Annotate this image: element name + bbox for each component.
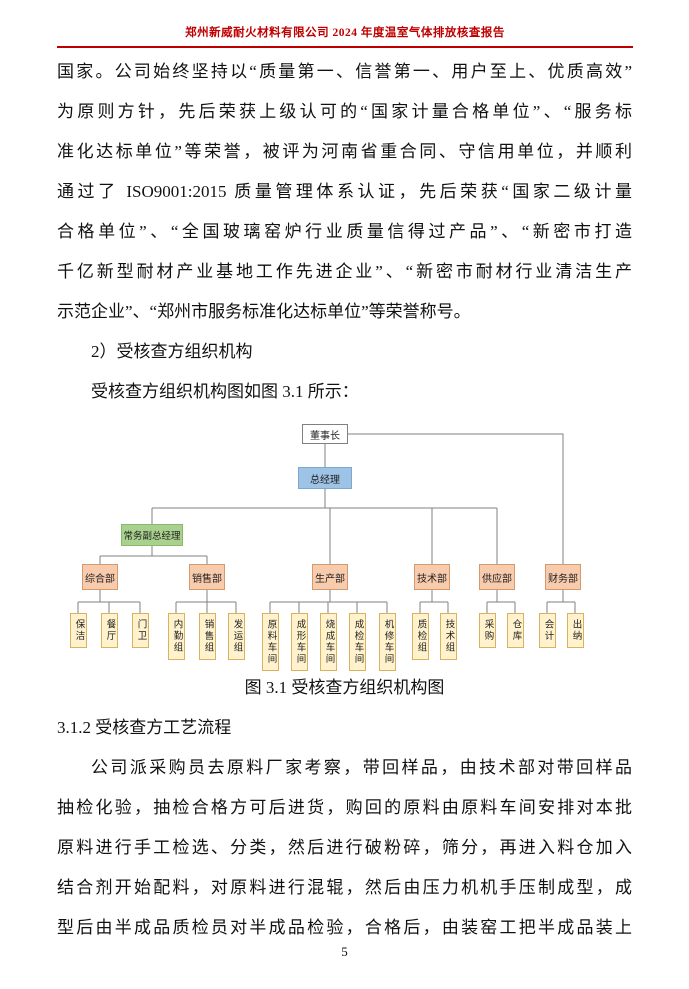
org-node-dept-sales: 销售部: [189, 564, 225, 590]
org-chart-connectors: [77, 433, 576, 613]
paragraph-line: 结合剂开始配料，对原料进行混辊，然后由压力机机手压制成型，成: [57, 878, 632, 897]
org-node-dept-technology: 技术部: [414, 564, 450, 590]
org-node-sub: 机修车间: [379, 613, 396, 671]
org-node-sub: 门卫: [132, 613, 149, 648]
heading-process: 3.1.2 受核查方工艺流程: [57, 718, 232, 737]
org-node-sub: 成形车间: [291, 613, 308, 671]
page-header: 郑州新威耐火材料有限公司 2024 年度温室气体排放核查报告: [57, 24, 633, 48]
paragraph-line: 原料进行手工检选、分类，然后进行破粉碎，筛分，再进入料仓加入: [57, 838, 632, 857]
paragraph-line: 型后由半成品质检员对半成品检验，合格后，由装窑工把半成品装上: [57, 918, 632, 937]
paragraph-line: 千亿新型耐材产业基地工作先进企业”、“新密市耐材行业清洁生产: [57, 262, 632, 281]
org-node-sub: 成检车间: [349, 613, 366, 671]
paragraph-line: 通过了 ISO9001:2015 质量管理体系认证，先后荣获“国家二级计量: [57, 182, 632, 201]
org-node-sub: 仓库: [507, 613, 524, 648]
org-intro-line: 受核查方组织机构图如图 3.1 所示：: [91, 382, 359, 401]
org-node-sub: 会计: [539, 613, 556, 648]
org-node-sub: 质检组: [412, 613, 429, 660]
paragraph-line: 公司派采购员去原料厂家考察，带回样品，由技术部对带回样品: [91, 758, 632, 777]
paragraph-line: 抽检化验，抽检合格方可后进货，购回的原料由原料车间安排对本批: [57, 798, 632, 817]
org-node-dept-production: 生产部: [312, 564, 348, 590]
body-paragraph-2: 公司派采购员去原料厂家考察，带回样品，由技术部对带回样品 抽检化验，抽检合格方可…: [57, 748, 632, 948]
org-node-sub: 销售组: [199, 613, 216, 660]
org-node-sub: 出纳: [567, 613, 584, 648]
org-node-general-manager: 总经理: [298, 467, 352, 489]
org-node-sub: 采购: [479, 613, 496, 648]
org-node-sub: 内勤组: [168, 613, 185, 660]
page-number: 5: [341, 944, 348, 959]
header-title: 郑州新威耐火材料有限公司 2024 年度温室气体排放核查报告: [185, 27, 505, 39]
org-chart: 董事长 总经理 常务副总经理 综合部 销售部 生产部 技术部 供应部 财务部 保…: [57, 418, 632, 671]
heading-org-structure: 2）受核查方组织机构: [91, 342, 253, 361]
org-node-sub: 原料车间: [262, 613, 279, 671]
org-node-sub: 餐厅: [101, 613, 118, 648]
org-node-chairman: 董事长: [302, 424, 348, 444]
org-node-deputy-general-manager: 常务副总经理: [121, 524, 183, 546]
body-paragraph-1: 国家。公司始终坚持以“质量第一、信誉第一、用户至上、优质高效” 为原则方针，先后…: [57, 52, 632, 332]
org-node-dept-general-affairs: 综合部: [82, 564, 118, 590]
paragraph-line: 国家。公司始终坚持以“质量第一、信誉第一、用户至上、优质高效”: [57, 62, 632, 81]
org-node-sub: 技术组: [440, 613, 457, 660]
paragraph-line: 示范企业”、“郑州市服务标准化达标单位”等荣誉称号。: [57, 302, 471, 321]
paragraph-line: 为原则方针，先后荣获上级认可的“国家计量合格单位”、“服务标: [57, 102, 632, 121]
org-node-sub: 烧成车间: [320, 613, 337, 671]
page-content: 国家。公司始终坚持以“质量第一、信誉第一、用户至上、优质高效” 为原则方针，先后…: [57, 52, 632, 948]
org-node-dept-finance: 财务部: [545, 564, 581, 590]
org-node-sub: 发运组: [228, 613, 245, 660]
org-node-dept-supply: 供应部: [479, 564, 515, 590]
org-node-sub: 保洁: [70, 613, 87, 648]
paragraph-line: 合格单位”、“全国玻璃窑炉行业质量信得过产品”、“新密市打造: [57, 222, 632, 241]
figure-caption: 图 3.1 受核查方组织机构图: [244, 678, 445, 697]
paragraph-line: 准化达标单位”等荣誉，被评为河南省重合同、守信用单位，并顺利: [57, 142, 632, 161]
